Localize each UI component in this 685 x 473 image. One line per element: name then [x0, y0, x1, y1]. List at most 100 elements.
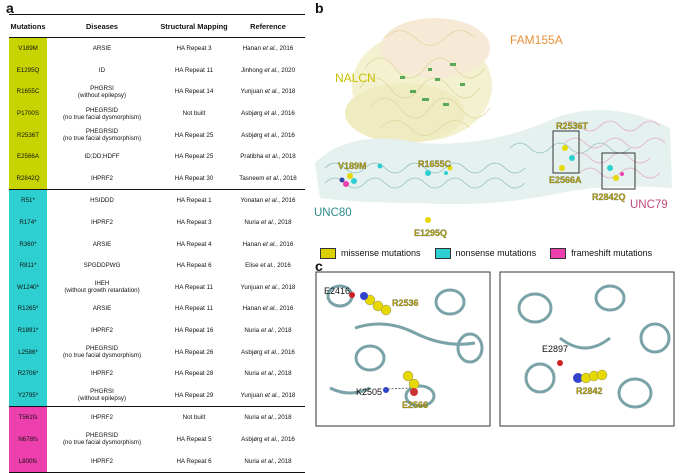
- mapping-cell: HA Repeat 11: [174, 283, 214, 291]
- disease-cell: IHEH(without growth retardation): [47, 280, 157, 294]
- disease-name: HSIDDD: [90, 197, 114, 205]
- table-row: R1655C PHGRSI(without epilepsy) HA Repeat …: [9, 81, 305, 103]
- disease-name: IHPRF2: [90, 414, 113, 422]
- table-row: L2586*PHEGRSID(no true facial dysmorphis…: [9, 341, 305, 363]
- disease-cell: HSIDDD: [47, 197, 157, 204]
- mapping-cell: HA Repeat 29: [174, 391, 214, 399]
- mapping-cell: Not built: [182, 110, 206, 118]
- reference-cell: Hanan et al., 2016: [242, 305, 294, 313]
- reference-cell: Nuria et al., 2018: [244, 370, 292, 378]
- disease-name: ARSIE: [92, 305, 112, 313]
- mutation-cell: R2842Q: [9, 167, 47, 190]
- disease-cell: IHPRF2: [47, 219, 157, 226]
- mapping-cell: HA Repeat 5: [176, 435, 212, 443]
- mapping-cell: HA Repeat 26: [174, 348, 214, 356]
- disease-name: ARSIE: [92, 240, 112, 248]
- mapping-cell: Not built: [182, 414, 206, 422]
- disease-name: ID: [98, 66, 106, 74]
- zoom-left-helices: [326, 284, 484, 408]
- reference-cell: Yunjuan et al., 2018: [240, 391, 296, 399]
- disease-name: SPGDDPWG: [83, 262, 121, 270]
- mapping-cell: HA Repeat 1: [176, 197, 212, 205]
- mutation-cell: N678fs: [9, 428, 47, 451]
- label-k2505: K2505: [356, 387, 382, 397]
- reference-cell: Asbjørg et al., 2016: [241, 131, 295, 139]
- mutation-cell: Y2795*: [9, 384, 47, 407]
- disease-note: (no true facial dysmorphism): [62, 113, 142, 121]
- disease-name: IHPRF2: [90, 174, 113, 182]
- disease-name: IHPRF2: [90, 370, 113, 378]
- mutation-cell: R1655C: [9, 81, 47, 103]
- reference-cell: Nuria et al., 2018: [244, 414, 292, 422]
- disease-name: IHPRF2: [90, 219, 113, 227]
- mutation-cell: R1891*: [9, 319, 47, 342]
- mapping-cell: HA Repeat 6: [176, 262, 212, 270]
- disease-cell: IHPRF2: [47, 370, 157, 377]
- disease-name: PHGRSI: [90, 84, 114, 92]
- disease-cell: ARSIE: [47, 241, 157, 248]
- mapping-cell: HA Repeat 11: [174, 305, 214, 313]
- mutation-cell: W1240*: [9, 276, 47, 299]
- disease-cell: IHPRF2: [47, 414, 157, 421]
- reference-cell: Asbjørg et al., 2016: [241, 110, 295, 118]
- mapping-cell: HA Repeat 14: [174, 88, 214, 96]
- disease-note: (no true facial dysmorphism): [62, 135, 142, 143]
- reference-cell: Yunjuan et al., 2018: [240, 88, 296, 96]
- mapping-cell: HA Repeat 6: [176, 457, 212, 465]
- label-e1295q: E1295Q: [414, 228, 447, 238]
- mutation-table: Mutations Diseases Structural Mapping Re…: [9, 14, 305, 473]
- disease-name: PHEGRSID: [85, 128, 119, 136]
- header-reference: Reference: [250, 21, 286, 31]
- disease-cell: ID: [47, 67, 157, 74]
- zoom-left-frame: [315, 271, 491, 427]
- disease-note: (without growth retardation): [64, 287, 140, 295]
- mutation-cell: R174*: [9, 211, 47, 234]
- mapping-cell: HA Repeat 25: [174, 153, 214, 161]
- mutation-cell: T561fs: [9, 407, 47, 429]
- mutation-cell: R2706*: [9, 362, 47, 385]
- panel-letter-a: a: [6, 0, 14, 16]
- legend-swatch: [550, 247, 567, 259]
- disease-name: ARSIE: [92, 45, 112, 53]
- mutation-cell: E2566A: [9, 145, 47, 168]
- table-row: T561fs IHPRF2 Not built Nuria et al., 2018: [9, 407, 305, 429]
- reference-cell: Nuria et al., 2018: [244, 457, 292, 465]
- table-row: W1240*IHEH(without growth retardation) HA…: [9, 276, 305, 299]
- unc80-unc79-density: [315, 110, 672, 205]
- disease-cell: IHPRF2: [47, 175, 157, 182]
- legend-label: frameshift mutations: [571, 248, 653, 258]
- table-row: Y2795*PHGRSI(without epilepsy)HA Repeat …: [9, 384, 305, 408]
- mapping-cell: HA Repeat 3: [176, 219, 212, 227]
- reference-cell: Asbjørg et al., 2016: [241, 348, 295, 356]
- disease-note: (no true facial dysmorphism): [62, 352, 142, 360]
- label-e2566: E2566: [402, 400, 428, 410]
- zoom-box-r2536t: [552, 130, 580, 174]
- nalcn-fam155a-density: [345, 18, 492, 143]
- mapping-cell: HA Repeat 4: [176, 240, 212, 248]
- mapping-cell: HA Repeat 11: [174, 66, 214, 74]
- label-e2416: E2416: [324, 286, 350, 296]
- disease-note: (without epilepsy): [77, 91, 127, 99]
- label-unc79: UNC79: [630, 199, 668, 211]
- label-v189m: V189M: [338, 161, 367, 171]
- residue-spheres-left: [349, 292, 420, 396]
- residue-spheres-right: [557, 360, 608, 384]
- reference-cell: Asbjørg et al., 2016: [241, 435, 295, 443]
- mutation-cell: L2586*: [9, 341, 47, 363]
- mapping-cell: HA Repeat 25: [174, 131, 214, 139]
- disease-cell: PHEGRSID(no true facial dysmorphism): [47, 432, 157, 446]
- reference-cell: Tasneem et al., 2018: [239, 174, 297, 182]
- legend-item: missense mutations: [320, 247, 421, 259]
- reference-cell: Hanan et al., 2016: [242, 240, 294, 248]
- mutation-markers: [339, 145, 624, 223]
- label-r2536t: R2536T: [556, 121, 589, 131]
